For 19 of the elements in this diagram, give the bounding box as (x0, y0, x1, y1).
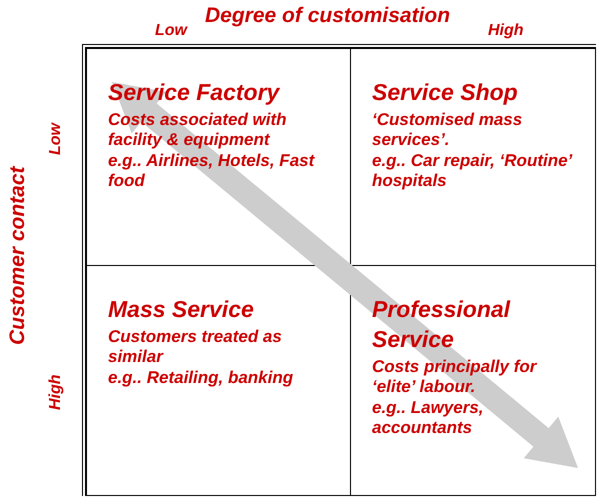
example-text: e.g.. Airlines, Hotels, Fast food (108, 150, 316, 192)
axis-title: Customer contact (6, 166, 30, 345)
axis-tick-label: High (47, 374, 65, 410)
example-text: e.g.. Lawyers, accountants (372, 398, 484, 438)
example-text: e.g.. Car repair, ‘Routine’ hospitals (372, 150, 574, 192)
quadrant-description: ‘Customised mass services’. (372, 110, 524, 151)
matrix-quadrant (350, 265, 596, 496)
quadrant-heading: Service Factory (108, 78, 281, 107)
double-headed-arrow (112, 82, 578, 468)
axis-tick-label: Low (47, 123, 65, 155)
matrix-quadrant (350, 48, 596, 266)
quadrant-heading: Mass Service (108, 295, 255, 324)
axis-tick-label: High (488, 22, 524, 40)
quadrant-heading: Professional Service (372, 295, 512, 354)
quadrant-description: Costs principally for ‘elite’ labour. (372, 356, 538, 398)
axis-title: Degree of customisation (205, 4, 450, 28)
axis-tick-label: Low (155, 22, 187, 40)
example-text: e.g.. Retailing, banking (108, 368, 294, 388)
quadrant-heading: Service Shop (372, 78, 519, 107)
